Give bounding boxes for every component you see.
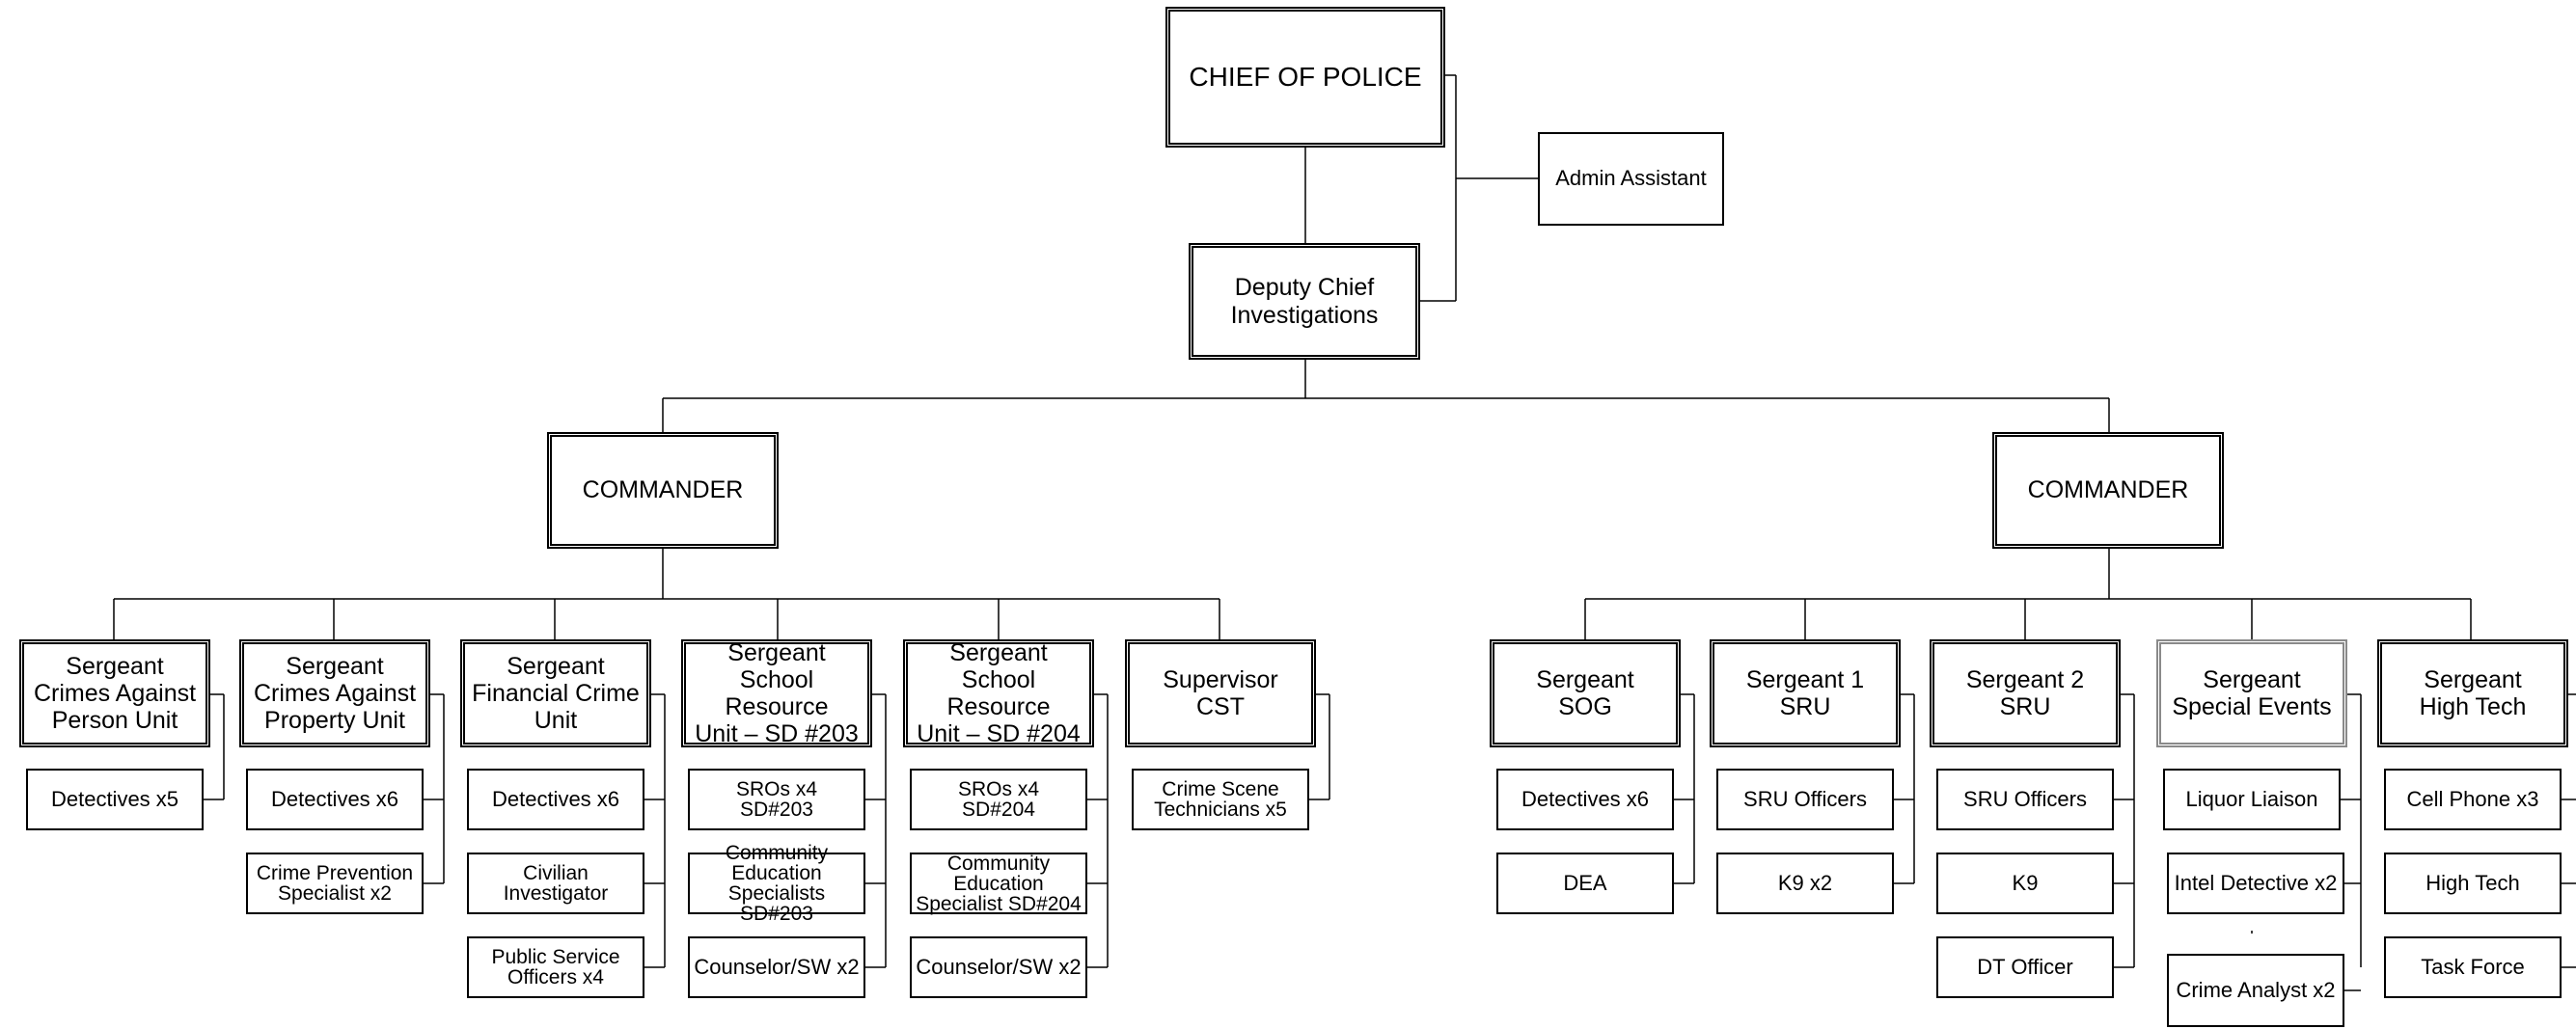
sub-box-intel-detective-x2: Intel Detective x2 bbox=[2167, 853, 2344, 914]
sergeant-box-left-sergeant-school-resource-unit-sd-204: Sergeant School Resource Unit – SD #204 bbox=[903, 639, 1094, 747]
sub-box-dt-officer: DT Officer bbox=[1936, 936, 2114, 998]
sub-box-dea: DEA bbox=[1496, 853, 1674, 914]
sub-box-community-education-specialist-sd-204: Community Education Specialist SD#204 bbox=[910, 853, 1087, 914]
sergeant-box-right-sergeant-1-sru: Sergeant 1 SRU bbox=[1710, 639, 1901, 747]
deputy-chief-box: Deputy Chief Investigations bbox=[1189, 243, 1420, 360]
sub-box-liquor-liaison: Liquor Liaison bbox=[2163, 769, 2341, 830]
sergeant-box-left-sergeant-crimes-against-person-unit: Sergeant Crimes Against Person Unit bbox=[19, 639, 210, 747]
sub-box-detectives-x5: Detectives x5 bbox=[26, 769, 204, 830]
sub-box-detectives-x6: Detectives x6 bbox=[246, 769, 424, 830]
chief-of-police-box: CHIEF OF POLICE bbox=[1165, 7, 1445, 148]
admin-assistant-box: Admin Assistant bbox=[1538, 132, 1724, 226]
sub-box-cell-phone-x3: Cell Phone x3 bbox=[2384, 769, 2562, 830]
sub-box-public-service-officers-x4: Public Service Officers x4 bbox=[467, 936, 644, 998]
commander-left-box: COMMANDER bbox=[547, 432, 779, 549]
sergeant-box-left-supervisor-cst: Supervisor CST bbox=[1125, 639, 1316, 747]
sergeant-box-left-sergeant-financial-crime-unit: Sergeant Financial Crime Unit bbox=[460, 639, 651, 747]
sergeant-box-left-sergeant-school-resource-unit-sd-203: Sergeant School Resource Unit – SD #203 bbox=[681, 639, 872, 747]
sergeant-box-right-sergeant-sog: Sergeant SOG bbox=[1490, 639, 1681, 747]
sergeant-box-right-sergeant-high-tech: Sergeant High Tech bbox=[2377, 639, 2568, 747]
sergeant-box-right-sergeant-2-sru: Sergeant 2 SRU bbox=[1930, 639, 2121, 747]
sergeant-box-right-sergeant-special-events: Sergeant Special Events bbox=[2156, 639, 2347, 747]
sub-box-sru-officers: SRU Officers bbox=[1716, 769, 1894, 830]
sub-box-detectives-x6: Detectives x6 bbox=[467, 769, 644, 830]
commander-right-box: COMMANDER bbox=[1992, 432, 2224, 549]
sub-box-sru-officers: SRU Officers bbox=[1936, 769, 2114, 830]
sub-box-high-tech: High Tech bbox=[2384, 853, 2562, 914]
sub-box-crime-prevention-specialist-x2: Crime Prevention Specialist x2 bbox=[246, 853, 424, 914]
sub-box-counselor-sw-x2: Counselor/SW x2 bbox=[688, 936, 865, 998]
sub-box-task-force: Task Force bbox=[2384, 936, 2562, 998]
sub-box-community-education-specialists-sd-203: Community Education Specialists SD#203 bbox=[688, 843, 865, 924]
sub-box-crime-analyst-x2: Crime Analyst x2 bbox=[2167, 954, 2344, 1027]
sub-box-k9-x2: K9 x2 bbox=[1716, 853, 1894, 914]
sub-box-civilian-investigator: Civilian Investigator bbox=[467, 853, 644, 914]
sergeant-box-left-sergeant-crimes-against-property-unit: Sergeant Crimes Against Property Unit bbox=[239, 639, 430, 747]
sub-box-sros-x4-sd-204: SROs x4 SD#204 bbox=[910, 769, 1087, 830]
sub-box-detectives-x6: Detectives x6 bbox=[1496, 769, 1674, 830]
sub-box-sros-x4-sd-203: SROs x4 SD#203 bbox=[688, 769, 865, 830]
sub-box-counselor-sw-x2: Counselor/SW x2 bbox=[910, 936, 1087, 998]
sub-box-crime-scene-technicians-x5: Crime Scene Technicians x5 bbox=[1132, 769, 1309, 830]
sub-box-k9: K9 bbox=[1936, 853, 2114, 914]
